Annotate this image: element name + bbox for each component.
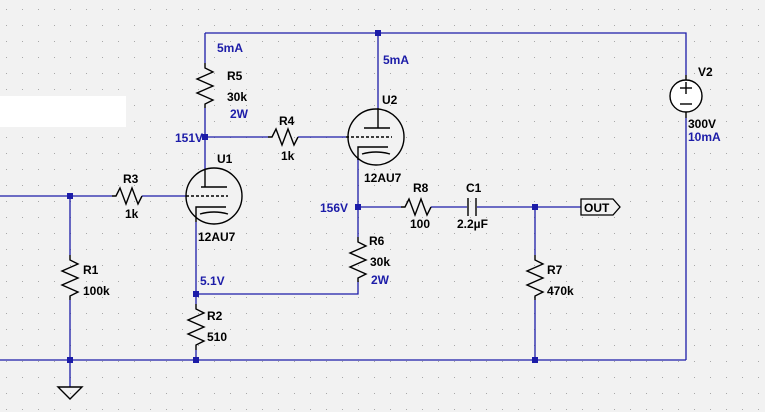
junction-dot bbox=[532, 357, 538, 363]
resistor-r3[interactable] bbox=[112, 186, 143, 206]
output-port-symbol bbox=[580, 198, 621, 216]
r3-ref: R3 bbox=[123, 172, 139, 186]
r5-current-annotation: 5mA bbox=[217, 41, 243, 55]
tube-heater bbox=[199, 211, 229, 215]
junction-dot bbox=[193, 357, 199, 363]
u2-ref: U2 bbox=[382, 93, 398, 107]
junction-dot bbox=[67, 357, 73, 363]
junctions bbox=[67, 30, 538, 363]
capacitor-c1[interactable] bbox=[467, 198, 477, 216]
u2-cathode-voltage: 156V bbox=[320, 201, 348, 215]
r6-value: 30k bbox=[370, 255, 390, 269]
resistor-symbol bbox=[401, 197, 432, 217]
resistor-symbol bbox=[525, 255, 545, 300]
voltage-source-v2[interactable] bbox=[669, 75, 703, 118]
r5-ref: R5 bbox=[227, 69, 243, 83]
resistor-r5[interactable] bbox=[195, 63, 215, 108]
junction-dot bbox=[375, 30, 381, 36]
output-label: OUT bbox=[584, 201, 610, 215]
tube-u1[interactable] bbox=[185, 167, 243, 225]
r4-ref: R4 bbox=[279, 114, 295, 128]
resistor-r1[interactable] bbox=[60, 255, 80, 300]
wires bbox=[0, 32, 687, 387]
v2-ref: V2 bbox=[698, 65, 713, 79]
ground-triangle bbox=[56, 386, 84, 400]
tube-cathode bbox=[357, 146, 388, 160]
c1-value: 2.2µF bbox=[457, 217, 488, 231]
tube-u2[interactable] bbox=[346, 108, 405, 166]
output-port[interactable]: OUT bbox=[580, 198, 621, 216]
u2-current-annotation: 5mA bbox=[383, 53, 409, 67]
resistor-r7[interactable] bbox=[525, 255, 545, 300]
r5-power: 2W bbox=[230, 107, 249, 121]
resistor-r8[interactable] bbox=[401, 197, 432, 217]
u1-ref: U1 bbox=[217, 152, 233, 166]
c1-ref: C1 bbox=[466, 181, 482, 195]
r8-value: 100 bbox=[410, 217, 430, 231]
r2-value: 510 bbox=[207, 330, 227, 344]
blank-panel bbox=[0, 96, 126, 127]
u1-plate-voltage: 151V bbox=[175, 131, 203, 145]
r6-ref: R6 bbox=[369, 234, 385, 248]
u2-value: 12AU7 bbox=[364, 171, 402, 185]
junction-dot bbox=[355, 204, 361, 210]
v2-value: 300V bbox=[688, 117, 716, 131]
resistor-symbol bbox=[268, 127, 299, 147]
r8-ref: R8 bbox=[413, 181, 429, 195]
junction-dot bbox=[202, 134, 208, 140]
r7-ref: R7 bbox=[547, 263, 563, 277]
grid-dots bbox=[6, 9, 759, 410]
component-labels: R5 30k 2W R4 1k R3 1k R1 100k R2 510 R6 … bbox=[83, 65, 721, 344]
r6-power: 2W bbox=[371, 273, 390, 287]
annotations: 5mA 5mA 151V 5.1V 156V bbox=[175, 41, 409, 288]
junction-dot bbox=[532, 204, 538, 210]
resistor-r6[interactable] bbox=[348, 237, 368, 282]
resistor-symbol bbox=[348, 237, 368, 282]
junction-dot bbox=[67, 193, 73, 199]
wire-top-rail bbox=[205, 32, 687, 75]
r1-ref: R1 bbox=[83, 263, 99, 277]
r2-ref: R2 bbox=[207, 309, 223, 323]
resistor-r4[interactable] bbox=[268, 127, 299, 147]
ground-symbol bbox=[56, 386, 84, 400]
wire-cathode-r6 bbox=[196, 282, 359, 295]
r1-value: 100k bbox=[83, 284, 110, 298]
tube-cathode bbox=[195, 206, 226, 222]
r5-value: 30k bbox=[227, 90, 247, 104]
u1-cathode-voltage: 5.1V bbox=[200, 274, 225, 288]
tube-heater bbox=[361, 151, 391, 155]
resistor-symbol bbox=[186, 304, 206, 350]
r4-value: 1k bbox=[281, 149, 295, 163]
resistor-symbol bbox=[112, 186, 143, 206]
r3-value: 1k bbox=[125, 207, 139, 221]
r7-value: 470k bbox=[547, 284, 574, 298]
u1-value: 12AU7 bbox=[198, 230, 236, 244]
resistor-symbol bbox=[195, 63, 215, 108]
v2-current: 10mA bbox=[688, 130, 721, 144]
resistor-symbol bbox=[60, 255, 80, 300]
resistor-r2[interactable] bbox=[186, 304, 206, 350]
junction-dot bbox=[193, 291, 199, 297]
